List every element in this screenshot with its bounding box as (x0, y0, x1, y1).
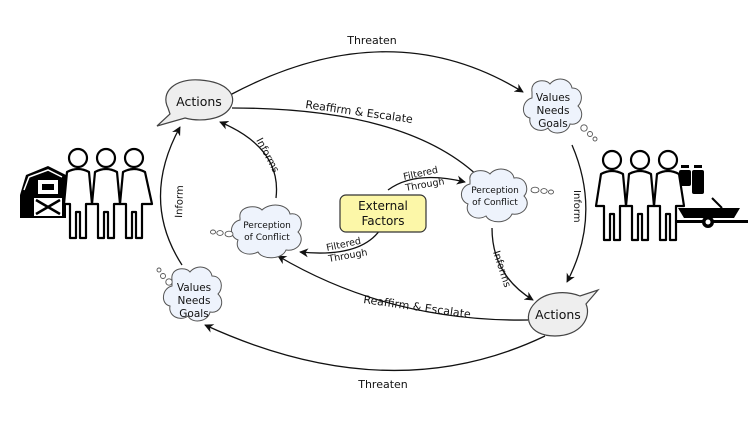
values-top-line-1: Values (536, 92, 570, 104)
node-perception-right: Perception of Conflict (461, 168, 554, 223)
label-reaffirm-bottom: Reaffirm & Escalate (363, 293, 472, 321)
actions-bottom-label: Actions (535, 307, 581, 322)
edge-threaten-top (229, 51, 524, 96)
boat-trailer-icon (676, 197, 748, 228)
label-reaffirm-top: Reaffirm & Escalate (305, 98, 414, 126)
label-threaten-top: Threaten (346, 34, 397, 47)
external-line-1: External (358, 199, 408, 213)
thought-dots-icon (156, 267, 173, 286)
values-bottom-line-3: Goals (179, 308, 208, 320)
right-stakeholder-group (594, 149, 748, 242)
perception-left-line-1: Perception (243, 221, 291, 231)
edge-filtered-left (299, 229, 381, 258)
person-icon (118, 147, 154, 240)
edge-threaten-bottom (204, 324, 546, 372)
node-values-bottom: Values Needs Goals (156, 266, 223, 322)
person-icon (624, 149, 656, 242)
perception-right-line-2: of Conflict (472, 198, 518, 208)
edge-reaffirm-top (231, 107, 483, 181)
edge-informs-left (219, 120, 278, 199)
node-perception-left: Perception of Conflict (210, 204, 302, 259)
label-inform-right: Inform (571, 190, 582, 223)
person-icon (62, 147, 94, 240)
node-values-top: Values Needs Goals (523, 78, 598, 142)
values-top-line-3: Goals (538, 118, 567, 130)
edge-informs-right (491, 227, 534, 301)
person-icon (652, 149, 686, 242)
label-informs-right: Informs (490, 250, 512, 289)
values-bottom-line-1: Values (177, 282, 211, 294)
edge-filtered-right (387, 175, 466, 191)
values-top-line-2: Needs (537, 105, 570, 117)
actions-top-label: Actions (176, 94, 222, 109)
perception-left-line-2: of Conflict (244, 233, 290, 243)
person-icon (594, 149, 628, 242)
thought-dots-icon (210, 229, 234, 238)
edge-inform-left (159, 126, 183, 266)
person-icon (90, 147, 122, 240)
node-actions-bottom: Actions (527, 288, 600, 337)
external-line-2: Factors (362, 214, 405, 228)
values-bottom-line-2: Needs (178, 295, 211, 307)
edge-reaffirm-bottom (277, 255, 529, 321)
node-actions-top: Actions (156, 79, 234, 127)
thought-dots-icon (530, 186, 554, 195)
label-informs-left: Informs (253, 136, 280, 175)
left-stakeholder-group (20, 147, 154, 240)
perception-right-line-1: Perception (471, 186, 519, 196)
label-inform-left: Inform (174, 185, 186, 218)
barn-icon (20, 166, 66, 218)
label-threaten-bottom: Threaten (357, 378, 408, 391)
binoculars-icon (679, 165, 704, 194)
thought-dots-icon (580, 124, 598, 142)
edge-inform-right (566, 144, 587, 283)
node-external-factors: External Factors (339, 194, 427, 233)
